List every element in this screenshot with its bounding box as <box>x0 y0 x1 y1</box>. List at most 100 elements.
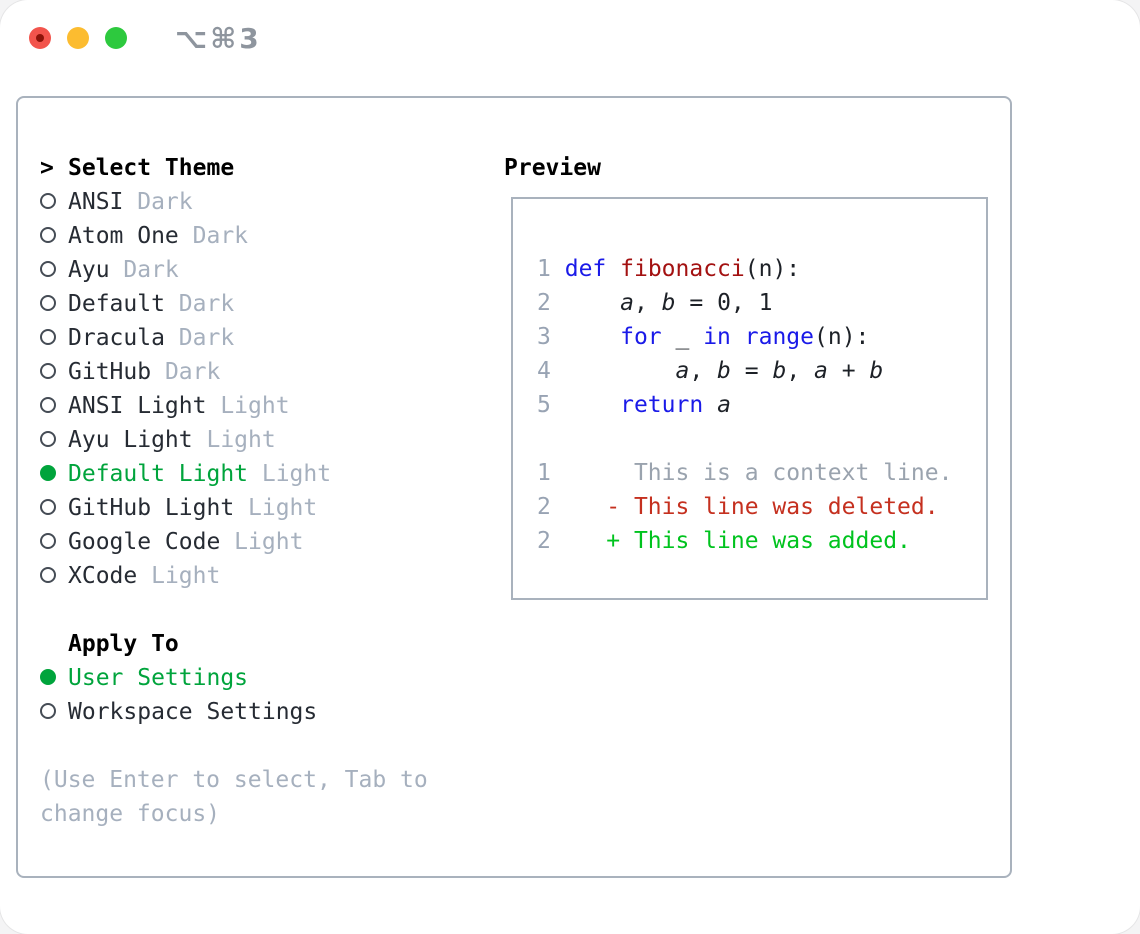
preview-line: 1 def fibonacci(n): <box>537 252 986 286</box>
theme-name: ANSI Light <box>68 393 207 419</box>
radio-icon <box>40 329 56 345</box>
theme-option[interactable]: GitHub Dark <box>40 355 470 389</box>
theme-tag: Dark <box>151 359 221 385</box>
radio-slot <box>40 423 68 457</box>
theme-tag: Dark <box>109 257 179 283</box>
help-text: (Use Enter to select, Tab to change focu… <box>40 767 428 827</box>
code-segment: a <box>814 358 828 384</box>
code-segment: + <box>827 358 870 384</box>
title-bar: ⌥⌘3 <box>0 0 1140 76</box>
code-segment: This is a context line. <box>550 460 953 486</box>
theme-option[interactable]: GitHub Light Light <box>40 491 470 525</box>
code-segment <box>703 392 717 418</box>
theme-name: XCode <box>68 563 138 589</box>
apply-to-option[interactable]: User Settings <box>40 661 470 695</box>
radio-slot <box>40 321 68 355</box>
traffic-lights <box>29 27 127 49</box>
code-segment <box>551 290 620 316</box>
close-button[interactable] <box>29 27 51 49</box>
apply-to-label: User Settings <box>68 665 249 691</box>
code-segment: range <box>744 324 815 350</box>
code-segment: - This line was deleted. <box>550 494 939 520</box>
preview-line: 5 return a <box>537 388 986 422</box>
theme-option[interactable]: Ayu Dark <box>40 253 470 287</box>
theme-option[interactable]: Google Code Light <box>40 525 470 559</box>
code-segment: (n): <box>814 324 870 350</box>
radio-slot <box>40 491 68 525</box>
code-segment: a <box>620 290 634 316</box>
radio-icon <box>40 533 56 549</box>
preview-line: 4 a, b = b, a + b <box>537 354 986 388</box>
theme-name: Dracula <box>68 325 165 351</box>
theme-name: Atom One <box>68 223 179 249</box>
theme-name: Ayu Light <box>68 427 193 453</box>
radio-slot <box>40 287 68 321</box>
minimize-button[interactable] <box>67 27 89 49</box>
theme-option[interactable]: Default Dark <box>40 287 470 321</box>
code-segment <box>551 324 620 350</box>
preview-line <box>537 422 986 456</box>
code-segment <box>551 256 565 282</box>
radio-slot <box>40 661 68 695</box>
line-number: 1 <box>537 460 551 486</box>
prompt-caret: > <box>40 155 54 181</box>
code-segment: in <box>703 324 731 350</box>
apply-to-option[interactable]: Workspace Settings <box>40 695 470 729</box>
code-segment: return <box>620 392 704 418</box>
theme-tag: Light <box>220 529 304 555</box>
radio-icon <box>40 499 56 515</box>
code-segment: , <box>786 358 815 384</box>
line-number: 5 <box>537 392 551 418</box>
radio-slot <box>40 389 68 423</box>
code-segment: fibonacci <box>620 256 745 282</box>
window-shortcut-label: ⌥⌘3 <box>175 21 262 55</box>
spacer <box>40 729 470 763</box>
radio-slot <box>40 457 68 491</box>
theme-tag: Light <box>248 461 332 487</box>
theme-tag: Light <box>192 427 276 453</box>
code-segment: for <box>620 324 662 350</box>
code-segment: b <box>869 358 884 384</box>
theme-list-title: Select Theme <box>68 155 235 181</box>
line-number: 4 <box>537 358 551 384</box>
radio-icon <box>40 295 56 311</box>
theme-option[interactable]: Atom One Dark <box>40 219 470 253</box>
theme-option[interactable]: Dracula Dark <box>40 321 470 355</box>
apply-to-title: Apply To <box>68 631 179 657</box>
theme-tag: Dark <box>178 223 249 249</box>
radio-slot <box>40 253 68 287</box>
code-segment: , <box>633 290 662 316</box>
theme-tag: Light <box>137 563 221 589</box>
theme-option[interactable]: Ayu Light Light <box>40 423 470 457</box>
zoom-button[interactable] <box>105 27 127 49</box>
radio-icon <box>40 193 56 209</box>
preview-section: Preview 1 def fibonacci(n):2 a, b = 0, 1… <box>504 151 988 600</box>
theme-option[interactable]: Default Light Light <box>40 457 470 491</box>
code-segment: , <box>689 358 718 384</box>
code-segment <box>731 324 745 350</box>
theme-name: ANSI <box>68 189 124 215</box>
theme-option[interactable]: ANSI Dark <box>40 185 470 219</box>
code-segment: (n): <box>744 256 801 282</box>
apply-to-label: Workspace Settings <box>68 699 318 725</box>
theme-name: GitHub Light <box>68 495 235 521</box>
preview-line: 1 This is a context line. <box>537 456 986 490</box>
preview-line: 3 for _ in range(n): <box>537 320 986 354</box>
theme-name: Default Light <box>68 461 249 487</box>
radio-icon <box>40 567 56 583</box>
theme-option[interactable]: XCode Light <box>40 559 470 593</box>
radio-icon <box>40 397 56 413</box>
code-segment <box>551 358 676 384</box>
radio-slot <box>40 695 68 729</box>
apply-to-header: Apply To <box>40 627 470 661</box>
theme-tag: Dark <box>164 291 235 317</box>
line-number: 2 <box>537 290 551 316</box>
radio-icon <box>40 261 56 277</box>
line-number: 1 <box>537 256 551 282</box>
theme-name: GitHub <box>68 359 152 385</box>
theme-tag: Light <box>234 495 318 521</box>
theme-option[interactable]: ANSI Light Light <box>40 389 470 423</box>
